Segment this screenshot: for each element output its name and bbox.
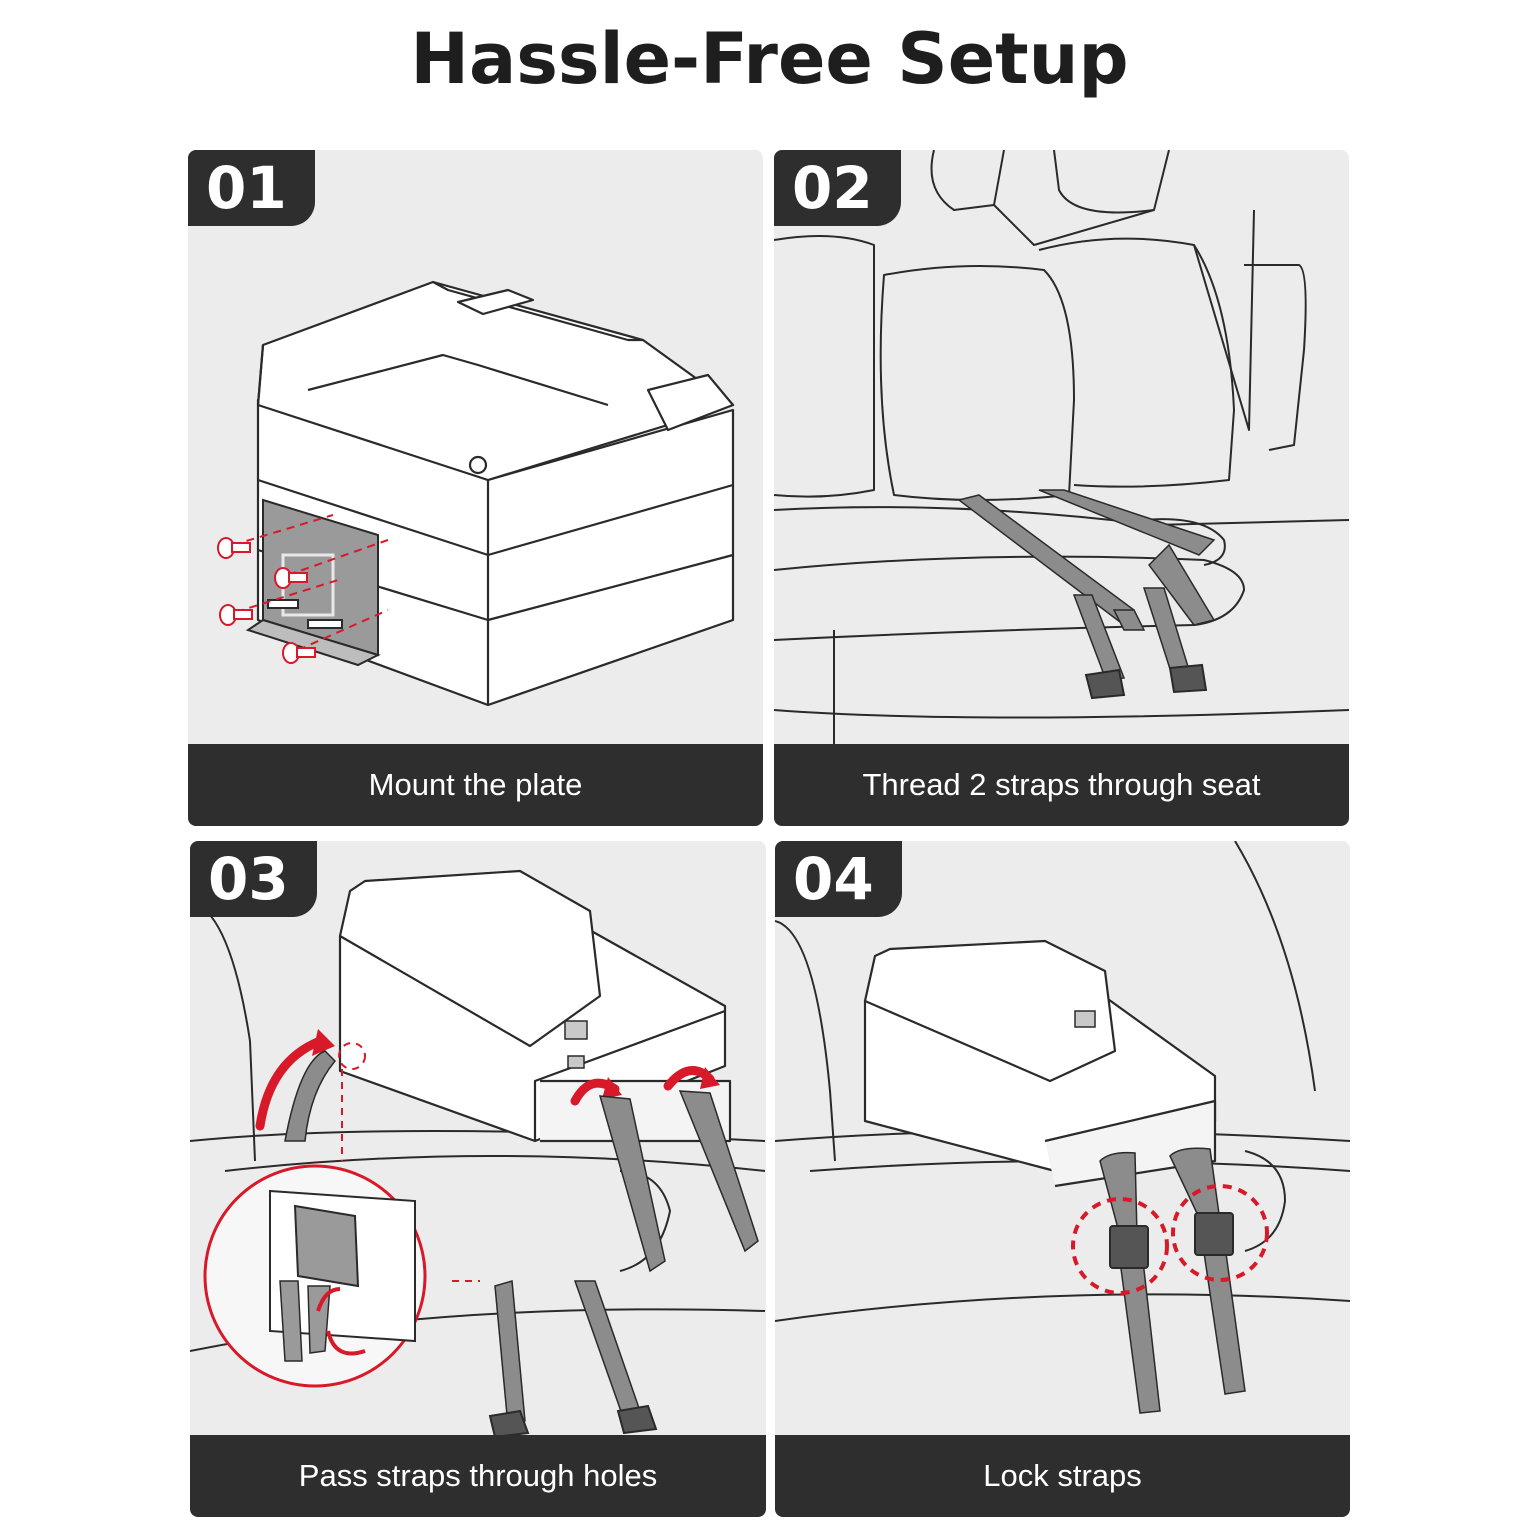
step-panel-04: 04 Lock straps xyxy=(775,841,1350,1517)
step-caption: Mount the plate xyxy=(188,744,763,826)
step-01-illustration xyxy=(217,280,735,707)
step-number-badge: 04 xyxy=(775,841,902,917)
step-caption: Thread 2 straps through seat xyxy=(774,744,1349,826)
step-04-illustration xyxy=(775,841,1350,1414)
step-panel-02: 02 Thread 2 straps through seat xyxy=(774,150,1349,826)
page-title: Hassle-Free Setup xyxy=(410,18,1129,100)
step-number-badge: 02 xyxy=(774,150,901,226)
step-caption: Pass straps through holes xyxy=(190,1435,766,1517)
step-03-illustration xyxy=(190,869,766,1437)
step-02-illustration xyxy=(774,150,1349,746)
step-panel-01: 01 Mount the plate xyxy=(188,150,763,826)
step-number-badge: 01 xyxy=(188,150,315,226)
step-panel-03: 03 Pass straps through holes xyxy=(190,841,766,1517)
step-caption: Lock straps xyxy=(775,1435,1350,1517)
step-number-badge: 03 xyxy=(190,841,317,917)
